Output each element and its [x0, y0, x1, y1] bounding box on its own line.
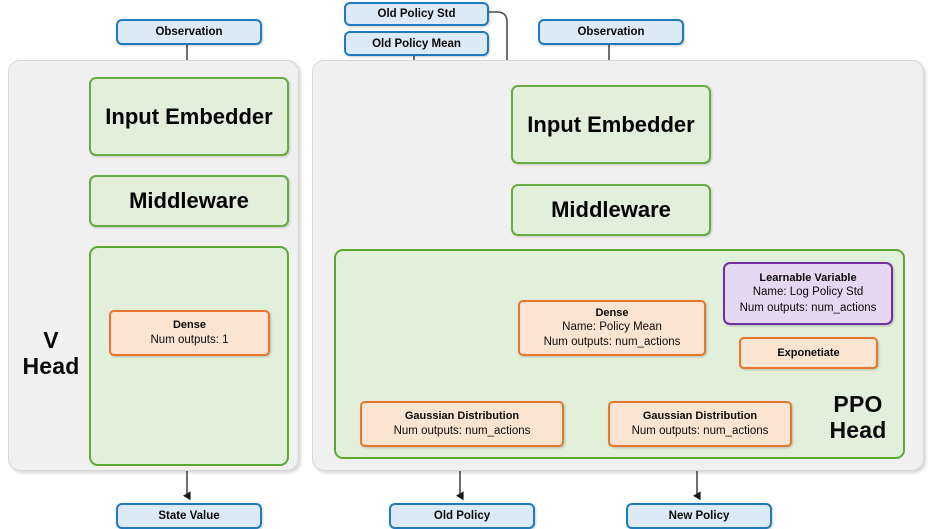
v-input-embedder-box[interactable]: Input Embedder	[89, 77, 289, 156]
gaussian-old-line-0: Num outputs: num_actions	[393, 424, 531, 437]
ppo-head-label-line1: PPO	[833, 391, 883, 417]
ppo-dense-line-0: Name: Policy Mean	[562, 321, 662, 334]
gaussian-old-title: Gaussian Distribution	[404, 410, 520, 423]
exponetiate-box[interactable]: Exponetiate	[739, 337, 878, 369]
input-observation-v[interactable]: Observation	[116, 19, 262, 45]
v-middleware-box[interactable]: Middleware	[89, 175, 289, 227]
v-head-label-line2: Head	[22, 352, 80, 379]
gaussian-distribution-old-box[interactable]: Gaussian Distribution Num outputs: num_a…	[360, 401, 564, 447]
ppo-head-label: PPO Head	[821, 391, 895, 444]
v-dense-line-0: Num outputs: 1	[150, 333, 229, 346]
ppo-head-label-line2: Head	[829, 416, 887, 443]
learnable-variable-line-0: Name: Log Policy Std	[752, 286, 864, 299]
ppo-input-embedder-box[interactable]: Input Embedder	[511, 85, 711, 164]
output-old-policy[interactable]: Old Policy	[389, 503, 535, 529]
ppo-middleware-box[interactable]: Middleware	[511, 184, 711, 236]
gaussian-new-title: Gaussian Distribution	[642, 410, 758, 423]
output-state-value[interactable]: State Value	[116, 503, 262, 529]
output-new-policy[interactable]: New Policy	[626, 503, 772, 529]
ppo-dense-line-1: Num outputs: num_actions	[543, 336, 681, 349]
learnable-variable-line-1: Num outputs: num_actions	[739, 301, 877, 314]
gaussian-new-line-0: Num outputs: num_actions	[631, 424, 769, 437]
ppo-dense-title: Dense	[595, 307, 629, 320]
learnable-variable-box[interactable]: Learnable Variable Name: Log Policy Std …	[723, 262, 893, 325]
learnable-variable-title: Learnable Variable	[759, 272, 857, 285]
input-old-policy-mean[interactable]: Old Policy Mean	[344, 31, 489, 56]
v-head-green-group	[89, 246, 289, 466]
v-head-label-line1: V	[43, 327, 59, 353]
v-dense-title: Dense	[172, 319, 207, 332]
v-dense-box[interactable]: Dense Num outputs: 1	[109, 310, 270, 356]
v-head-label: V Head	[14, 327, 88, 380]
input-observation-ppo[interactable]: Observation	[538, 19, 684, 45]
gaussian-distribution-new-box[interactable]: Gaussian Distribution Num outputs: num_a…	[608, 401, 792, 447]
ppo-dense-policy-mean-box[interactable]: Dense Name: Policy Mean Num outputs: num…	[518, 300, 706, 356]
input-old-policy-std[interactable]: Old Policy Std	[344, 2, 489, 26]
exponetiate-title: Exponetiate	[777, 346, 840, 359]
